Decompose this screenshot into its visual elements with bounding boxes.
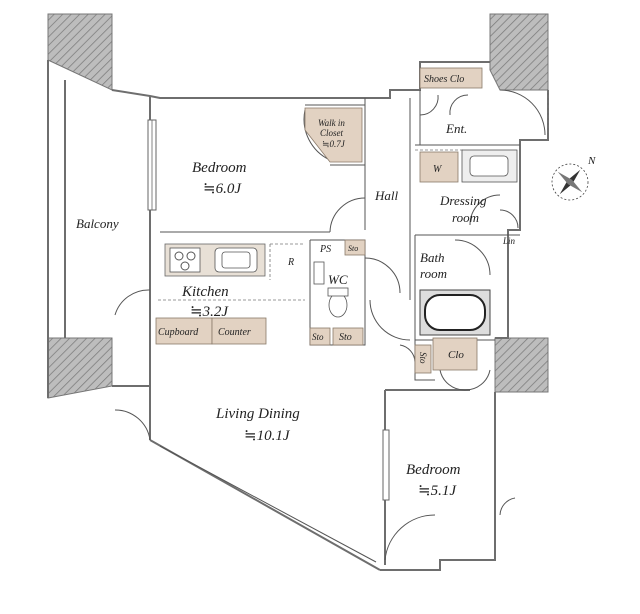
door-entrance — [499, 89, 546, 136]
bedroom1-size: ≒6.0J — [203, 181, 242, 197]
wc-name: WC — [328, 272, 348, 287]
toilet — [328, 292, 348, 318]
door-wc — [364, 257, 401, 294]
door-clo-2 — [464, 369, 491, 391]
washer-label: W — [433, 164, 443, 175]
door-bath — [369, 299, 411, 341]
door-bath-room — [454, 239, 491, 276]
ps-label: PS — [319, 244, 331, 255]
refrigerator-label: R — [287, 257, 294, 268]
exterior-walls — [47, 60, 549, 571]
linen-label: Lin — [502, 236, 516, 246]
window-bedroom2 — [382, 429, 390, 501]
sto-wc-l-box — [309, 327, 331, 346]
storage-labels: Shoes Clo Cupboard Counter Clo Sto Sto S… — [158, 74, 516, 364]
dressing-name-2: room — [452, 210, 479, 225]
sto-wc-r-label: Sto — [339, 332, 352, 343]
walkin-name-2: Closet — [320, 128, 344, 138]
window-bedroom1 — [147, 119, 157, 211]
column-mid-left — [47, 337, 113, 399]
door-living — [114, 409, 151, 441]
door-shoes-2 — [449, 94, 469, 116]
shoes-clo-box — [419, 67, 483, 89]
wall-right — [495, 90, 549, 339]
sto-wc-l-label: Sto — [312, 332, 324, 342]
clo-label: Clo — [448, 349, 464, 361]
door-shoes-1 — [419, 94, 439, 116]
door-sto — [399, 344, 416, 363]
bath-name-1: Bath — [420, 250, 445, 265]
clo-box — [432, 337, 478, 371]
sink — [214, 247, 258, 273]
counter-box — [211, 317, 267, 345]
stove — [169, 247, 201, 273]
walkin-closet-floor — [304, 107, 363, 163]
sto-wc-top-label: Sto — [348, 244, 358, 253]
column-top-right — [489, 13, 549, 91]
counter-label: Counter — [218, 327, 251, 338]
dressing-name-1: Dressing — [439, 193, 487, 208]
sto-wc-r-box — [332, 327, 364, 346]
door-swings — [114, 89, 546, 561]
hall-name: Hall — [374, 188, 399, 203]
storage-areas — [155, 67, 483, 374]
compass-north-label: N — [587, 155, 596, 167]
wall-walkin — [305, 104, 366, 166]
column-top-left — [47, 13, 113, 91]
bath-name-2: room — [420, 266, 447, 281]
wc-sink — [313, 261, 325, 285]
sto-bath-label: Sto — [418, 352, 428, 364]
compass: N — [551, 155, 596, 201]
structural-columns — [47, 13, 549, 399]
door-bedroom2-window — [384, 514, 436, 561]
bedroom2-size: ≒5.1J — [418, 483, 457, 499]
door-clo — [439, 369, 466, 391]
column-mid-right — [494, 337, 549, 393]
wall-diagonal-inner — [159, 445, 377, 563]
kitchen-name: Kitchen — [181, 284, 229, 300]
kitchen-size: ≒3.2J — [190, 304, 229, 320]
shoes-clo-label: Shoes Clo — [424, 74, 464, 85]
dashed-lines — [158, 90, 549, 301]
washer-box — [419, 151, 459, 183]
entrance-name: Ent. — [445, 121, 467, 136]
cupboard-label: Cupboard — [158, 327, 199, 338]
cupboard-box — [155, 317, 213, 345]
door-walkin — [303, 109, 331, 161]
walkin-name-1: Walk in — [318, 118, 345, 128]
room-labels: Bedroom ≒6.0J Balcony Hall Ent. Dressing… — [76, 118, 487, 499]
balcony-name: Balcony — [76, 216, 119, 231]
wall-top — [111, 61, 490, 99]
walkin-size: ≒0.7J — [322, 139, 346, 149]
wall-right-bottom — [380, 392, 496, 571]
door-bedroom2-closet — [499, 497, 516, 516]
kitchen-fixtures — [164, 243, 266, 277]
sto-bath-box — [414, 344, 432, 374]
bath-fixtures — [313, 149, 518, 336]
sto-wc-top-box — [344, 239, 366, 256]
living-name: Living Dining — [215, 406, 300, 422]
bedroom2-name: Bedroom — [406, 462, 461, 478]
door-dressing — [469, 194, 501, 226]
bedroom1-name: Bedroom — [192, 160, 247, 176]
door-balcony — [114, 289, 151, 316]
door-bedroom1 — [329, 197, 366, 233]
living-size: ≒10.1J — [244, 428, 291, 444]
door-linen — [499, 209, 519, 229]
